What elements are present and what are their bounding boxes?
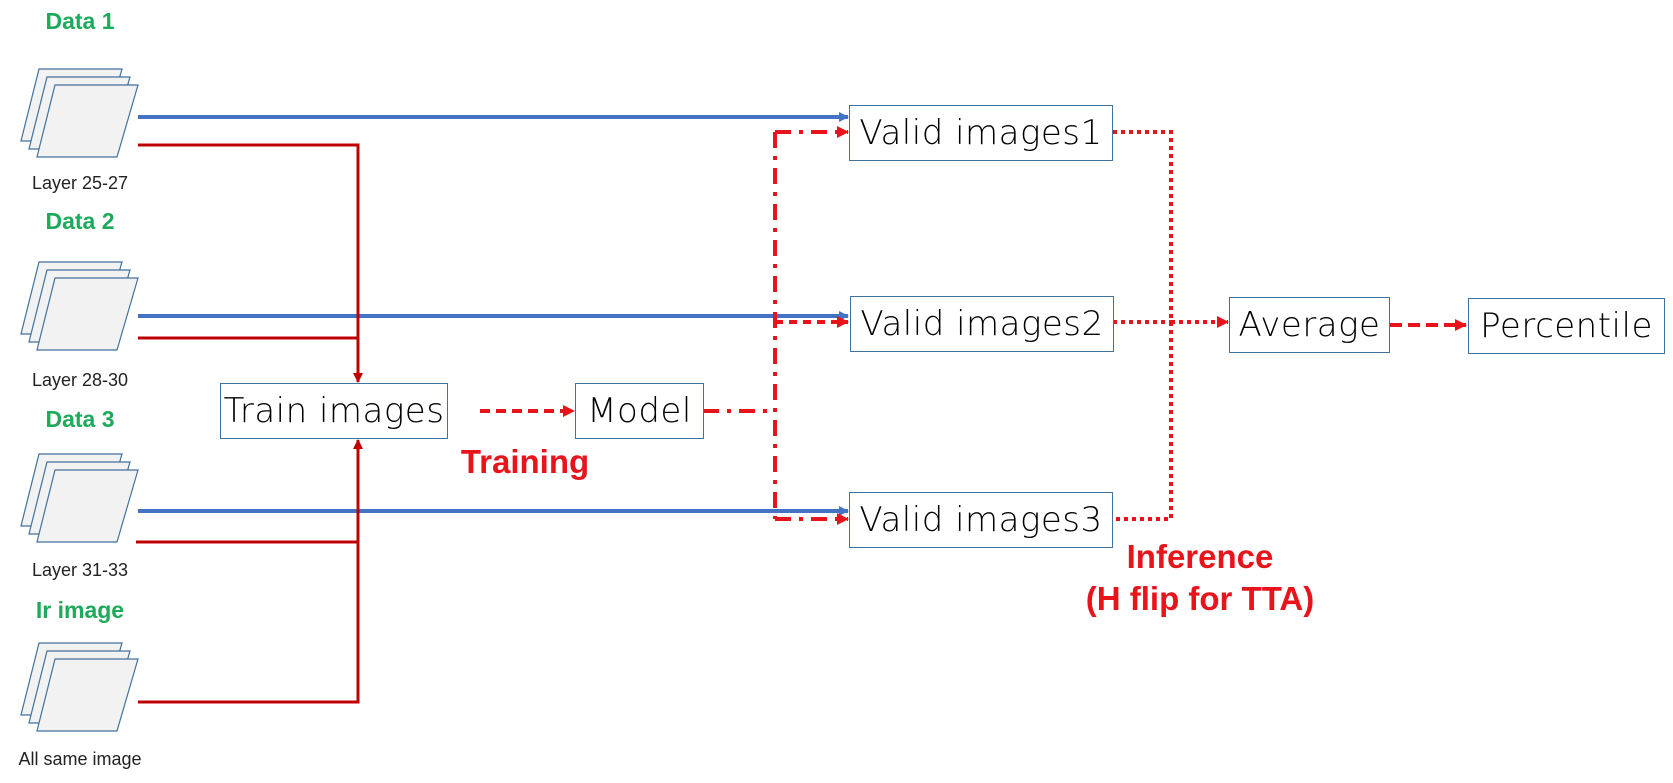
source-title-data2: Data 2 xyxy=(45,208,115,234)
valid-images1-box: Valid images1 xyxy=(849,105,1113,161)
red-line-data1 xyxy=(138,143,363,383)
source-title-data1: Data 1 xyxy=(45,8,115,34)
image-stack-icon-ir xyxy=(20,642,139,732)
training-label: Training xyxy=(460,443,590,480)
average-box: Average xyxy=(1229,297,1390,353)
source-title-data3: Data 3 xyxy=(45,406,115,432)
inference-sublabel: (H flip for TTA) xyxy=(1085,580,1315,617)
source-title-ir: Ir image xyxy=(35,597,125,623)
inference-label: Inference xyxy=(1126,538,1274,575)
train-images-box: Train images xyxy=(220,383,448,439)
source-caption-data3: Layer 31-33 xyxy=(31,560,129,580)
valid-images2-box: Valid images2 xyxy=(850,296,1114,352)
model-box: Model xyxy=(575,383,704,439)
red-line-ir xyxy=(138,439,363,704)
image-stack-icon-data1 xyxy=(20,68,139,158)
dotted-line-valid1 xyxy=(1113,130,1173,521)
image-stack-icon-data3 xyxy=(20,453,139,543)
image-stack-icon-data2 xyxy=(20,261,139,351)
valid-images3-box: Valid images3 xyxy=(849,492,1113,548)
percentile-box: Percentile xyxy=(1468,298,1665,354)
source-caption-ir: All same image xyxy=(18,749,142,769)
source-caption-data2: Layer 28-30 xyxy=(31,370,129,390)
source-caption-data1: Layer 25-27 xyxy=(31,173,129,193)
